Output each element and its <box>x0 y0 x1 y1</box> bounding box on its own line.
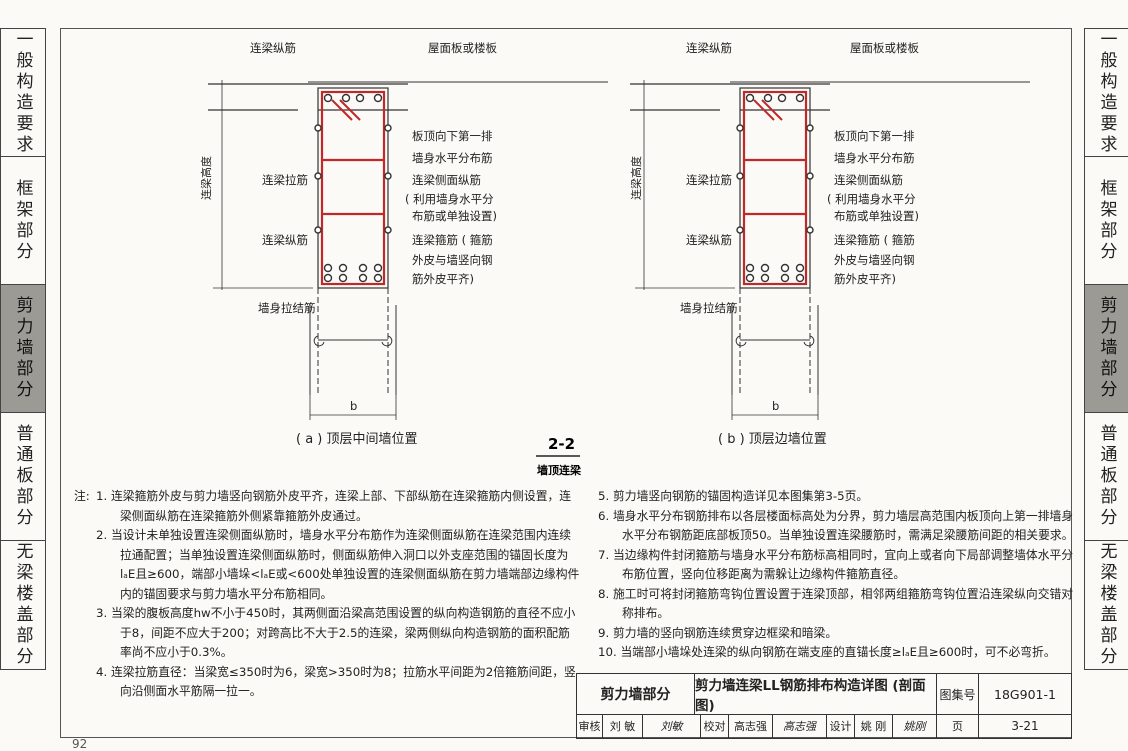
note-item: 5. 剪力墙竖向钢筋的锚固构造详见本图集第3-5页。 <box>598 489 869 503</box>
reviewer: 刘 敏 <box>603 714 643 738</box>
label-a-b: b <box>350 399 357 413</box>
notes-right: 5. 剪力墙竖向钢筋的锚固构造详见本图集第3-5页。 6. 墙身水平分布钢筋排布… <box>598 487 1080 663</box>
label-a-top-long: 连梁纵筋 <box>250 41 296 55</box>
check-label: 校对 <box>701 714 729 738</box>
checker-signature: 高志强 <box>773 714 827 738</box>
tab-frame[interactable]: 框架部分 <box>1 157 45 285</box>
label-b-stirrup1: 连梁箍筋 ( 箍筋 <box>834 233 915 247</box>
notes-left: 1. 连梁箍筋外皮与剪力墙竖向钢筋外皮平齐，连梁上部、下部纵筋在连梁箍筋内侧设置… <box>96 487 580 702</box>
notes-head: 注: <box>74 489 90 503</box>
label-a-stirrup3: 筋外皮平齐) <box>412 272 474 286</box>
note-item: 9. 剪力墙的竖向钢筋连续贯穿边框梁和暗梁。 <box>598 625 838 640</box>
reviewer-signature: 刘敏 <box>643 714 701 738</box>
designer-signature: 姚刚 <box>893 714 937 738</box>
section-title: 2-2 <box>548 435 575 453</box>
note-item: 3. 当梁的腹板高度hw不小于450时，其两侧面沿梁高范围设置的纵向构造钢筋的直… <box>96 606 576 659</box>
label-a-side-note2: 布筋或单独设置) <box>412 209 497 223</box>
label-b-side-note1: ( 利用墙身水平分 <box>827 192 916 206</box>
label-a-tie: 连梁拉筋 <box>262 173 308 187</box>
drawing-a <box>206 80 610 422</box>
review-label: 审核 <box>577 714 603 738</box>
label-a-height: 连梁高度 <box>199 156 213 200</box>
label-b-height: 连梁高度 <box>629 156 643 200</box>
title-block: 剪力墙部分 剪力墙连梁LL钢筋排布构造详图 (剖面图) 图集号 18G901-1… <box>576 673 1072 739</box>
checker: 高志强 <box>729 714 773 738</box>
page-number: 92 <box>72 737 88 751</box>
atlas-label: 图集号 <box>937 674 979 714</box>
label-b-side-long: 连梁侧面纵筋 <box>834 173 903 187</box>
label-a-stirrup2: 外皮与墙竖向钢 <box>412 253 493 267</box>
label-b-top-long: 连梁纵筋 <box>686 41 732 55</box>
label-a-first-bar2: 墙身水平分布筋 <box>412 151 493 165</box>
label-b-side-note2: 布筋或单独设置) <box>834 209 919 223</box>
label-a-side-long: 连梁侧面纵筋 <box>412 173 481 187</box>
note-item: 8. 施工时可将封闭箍筋弯钩位置设置于连梁顶部，相邻两组箍筋弯钩位置沿连梁纵向交… <box>598 586 1074 621</box>
tab-general[interactable]: 一般构造要求 <box>1 29 45 157</box>
label-b-wall-tie: 墙身拉结筋 <box>680 301 738 315</box>
caption-a: ( a ) 顶层中间墙位置 <box>296 432 418 447</box>
note-item: 4. 连梁拉筋直径：当梁宽≤350时为6，梁宽>350时为8；拉筋水平间距为2倍… <box>96 664 576 699</box>
note-item: 7. 当边缘构件封闭箍筋与墙身水平分布筋标高相同时，宜向上或者向下局部调整墙体水… <box>598 547 1074 582</box>
sidebar-left: 一般构造要求 框架部分 剪力墙部分 普通板部分 无梁楼盖部分 <box>0 28 46 670</box>
label-b-b: b <box>772 399 779 413</box>
drawing-frame <box>60 28 1072 738</box>
label-b-tie: 连梁拉筋 <box>686 173 732 187</box>
note-item: 10. 当端部小墙垛处连梁的纵向钢筋在端支座的直锚长度≥lₐE且≥600时，可不… <box>598 645 1056 659</box>
sidebar-right: 一般构造要求 框架部分 剪力墙部分 普通板部分 无梁楼盖部分 <box>1084 28 1128 670</box>
tab-flat-slab[interactable]: 无梁楼盖部分 <box>12 542 33 668</box>
label-a-side-note1: ( 利用墙身水平分 <box>405 192 494 206</box>
label-a-roof: 屋面板或楼板 <box>428 41 497 55</box>
tab-flat-slab-right[interactable]: 无梁楼盖部分 <box>1096 542 1117 668</box>
tab-shear-wall[interactable]: 剪力墙部分 <box>1 285 45 413</box>
label-b-stirrup2: 外皮与墙竖向钢 <box>834 253 915 267</box>
tab-shear-wall-right[interactable]: 剪力墙部分 <box>1085 285 1128 413</box>
note-item: 6. 墙身水平分布钢筋排布以各层楼面标高处为分界，剪力墙层高范围内板顶向上第一排… <box>598 508 1074 543</box>
label-b-stirrup3: 筋外皮平齐) <box>834 272 896 286</box>
page-no: 3-21 <box>1011 719 1039 733</box>
tab-general-right[interactable]: 一般构造要求 <box>1085 29 1128 157</box>
drawing-b <box>628 80 1032 422</box>
drawing-title: 剪力墙连梁LL钢筋排布构造详图 (剖面图) <box>695 674 937 714</box>
caption-b: ( b ) 顶层边墙位置 <box>718 432 827 447</box>
label-b-first-bar: 板顶向下第一排 <box>834 129 915 143</box>
label-a-stirrup1: 连梁箍筋 ( 箍筋 <box>412 233 493 247</box>
note-item: 1. 连梁箍筋外皮与剪力墙竖向钢筋外皮平齐，连梁上部、下部纵筋在连梁箍筋内侧设置… <box>96 489 572 523</box>
label-b-bottom-long: 连梁纵筋 <box>686 233 732 247</box>
section-subtitle: 墙顶连梁 <box>537 463 582 477</box>
label-b-first-bar2: 墙身水平分布筋 <box>834 151 915 165</box>
title-part: 剪力墙部分 <box>577 674 695 714</box>
designer: 姚 刚 <box>855 714 893 738</box>
tab-slab[interactable]: 普通板部分 <box>1 413 45 541</box>
atlas-no: 18G901-1 <box>994 686 1056 702</box>
section-drawings: 连梁纵筋 屋面板或楼板 板顶向下第一排 墙身水平分布筋 连梁侧面纵筋 ( 利用墙… <box>199 41 1032 477</box>
label-a-bottom-long: 连梁纵筋 <box>262 233 308 247</box>
tab-slab-right[interactable]: 普通板部分 <box>1085 413 1128 541</box>
design-label: 设计 <box>827 714 855 738</box>
note-item: 2. 当设计未单独设置连梁侧面纵筋时，墙身水平分布筋作为连梁侧面纵筋在连梁范围内… <box>96 528 580 601</box>
label-a-first-bar: 板顶向下第一排 <box>412 129 493 143</box>
label-a-wall-tie: 墙身拉结筋 <box>258 301 316 315</box>
label-b-roof: 屋面板或楼板 <box>850 41 919 55</box>
page-label: 页 <box>937 714 979 738</box>
tab-frame-right[interactable]: 框架部分 <box>1085 157 1128 285</box>
